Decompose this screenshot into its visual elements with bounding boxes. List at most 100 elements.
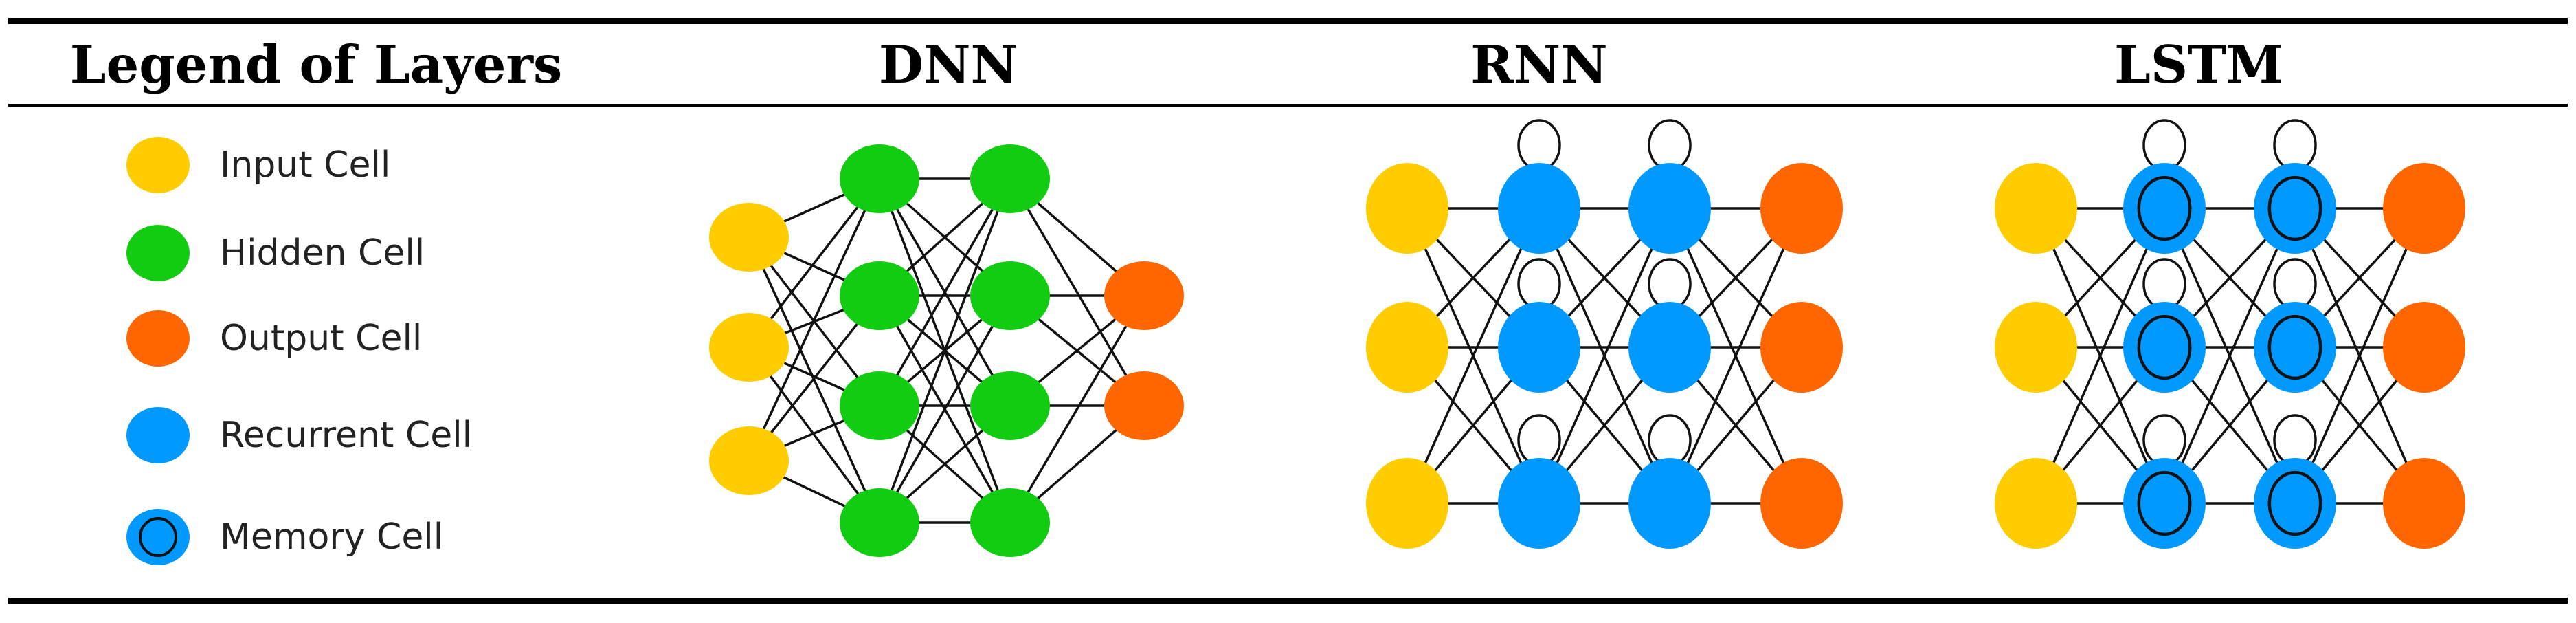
legend-label-output: Output Cell	[220, 318, 423, 359]
memory-cell	[2123, 163, 2206, 254]
legend-item-memory: Memory Cell	[124, 499, 605, 575]
self-loop-icon	[2142, 258, 2186, 310]
self-loop-icon	[2142, 414, 2186, 466]
memory-cell	[2123, 458, 2206, 549]
memory-cell	[2254, 458, 2336, 549]
connection-line	[2163, 208, 2296, 504]
recurrent-cell	[1498, 163, 1580, 254]
self-loop-icon	[2142, 119, 2186, 171]
connection-line	[878, 295, 1011, 523]
lstm-header: LSTM	[2114, 34, 2283, 95]
connection-line	[748, 178, 881, 461]
self-loop-icon	[1517, 119, 1561, 171]
connection-line	[1009, 178, 1145, 406]
self-loop-icon	[2273, 414, 2317, 466]
input-cell	[709, 203, 789, 272]
input-cell	[1366, 302, 1448, 393]
dnn-header: DNN	[878, 34, 1018, 95]
hidden-cell	[970, 261, 1050, 330]
connection-line	[1668, 208, 1803, 504]
output-cell	[1104, 261, 1184, 330]
input-cell	[1995, 302, 2077, 393]
recurrent-cell	[1628, 163, 1711, 254]
dnn-cells	[709, 144, 1184, 557]
memory-ring-icon	[2267, 314, 2322, 380]
lstm-network	[1995, 119, 2465, 549]
hidden-cell	[840, 144, 919, 213]
memory-cell	[2123, 302, 2206, 393]
connection-line	[748, 346, 881, 524]
output-cell	[1760, 163, 1843, 254]
connection-line	[1009, 295, 1145, 523]
recurrent-cell	[1628, 458, 1711, 549]
hidden-cell	[970, 144, 1050, 213]
self-loop-icon	[1517, 258, 1561, 310]
legend-label-input: Input Cell	[220, 144, 391, 186]
memory-ring-icon	[2137, 314, 2192, 380]
memory-ring-icon	[2137, 470, 2192, 536]
header-rule	[8, 104, 2568, 107]
legend-item-output: Output Cell	[124, 300, 605, 376]
hidden-cell	[840, 488, 919, 557]
input-cell	[1366, 163, 1448, 254]
self-loop-icon	[1648, 414, 1692, 466]
hidden-cell	[970, 371, 1050, 440]
legend-label-hidden: Hidden Cell	[220, 232, 425, 274]
output-cell	[1760, 302, 1843, 393]
legend-label-recurrent: Recurrent Cell	[220, 415, 473, 456]
legend-item-hidden: Hidden Cell	[124, 215, 605, 291]
self-loop-icon	[1517, 414, 1561, 466]
rnn-network	[1366, 119, 1843, 549]
memory-cell-icon	[126, 509, 190, 565]
output-cell	[2383, 302, 2465, 393]
output-cell	[2383, 163, 2465, 254]
rnn-connections	[1406, 207, 1803, 505]
bottom-rule	[8, 598, 2568, 604]
hidden-cell	[840, 371, 919, 440]
rnn-cells	[1366, 163, 1843, 549]
memory-cell	[2254, 302, 2336, 393]
legend-header: Legend of Layers	[69, 34, 563, 95]
output-cell	[2383, 458, 2465, 549]
legend-item-input: Input Cell	[124, 127, 605, 203]
recurrent-cell	[1498, 302, 1580, 393]
connection-line	[1538, 208, 1671, 504]
self-loop-icon	[1648, 258, 1692, 310]
legend-item-recurrent: Recurrent Cell	[124, 397, 605, 473]
recurrent-cell	[1628, 302, 1711, 393]
recurrent-cell-icon	[126, 407, 190, 463]
output-cell-icon	[126, 310, 190, 367]
lstm-cells	[1995, 163, 2465, 549]
dnn-connections	[748, 177, 1145, 524]
dnn-network	[709, 144, 1184, 557]
memory-ring-icon	[2267, 175, 2322, 241]
input-cell	[1366, 458, 1448, 549]
recurrent-cell	[1498, 458, 1580, 549]
memory-ring-icon	[2137, 175, 2192, 241]
input-cell	[709, 426, 789, 495]
rnn-header: RNN	[1470, 34, 1608, 95]
input-cell-icon	[126, 137, 190, 193]
lstm-connections	[2035, 207, 2426, 505]
self-loop-icon	[2273, 258, 2317, 310]
output-cell	[1104, 371, 1184, 440]
legend-label-memory: Memory Cell	[220, 516, 444, 558]
connection-line	[878, 178, 1011, 523]
input-cell	[1995, 163, 2077, 254]
input-cell	[1995, 458, 2077, 549]
hidden-cell	[970, 488, 1050, 557]
output-cell	[1760, 458, 1843, 549]
hidden-cell	[840, 261, 919, 330]
connection-line	[2035, 208, 2166, 504]
self-loop-icon	[2273, 119, 2317, 171]
connection-line	[878, 178, 1011, 406]
memory-cell	[2254, 163, 2336, 254]
self-loop-icon	[1648, 119, 1692, 171]
top-rule	[8, 18, 2568, 24]
connection-line	[2294, 208, 2426, 504]
input-cell	[709, 313, 789, 382]
connection-line	[1406, 208, 1541, 504]
memory-ring-icon	[2267, 470, 2322, 536]
